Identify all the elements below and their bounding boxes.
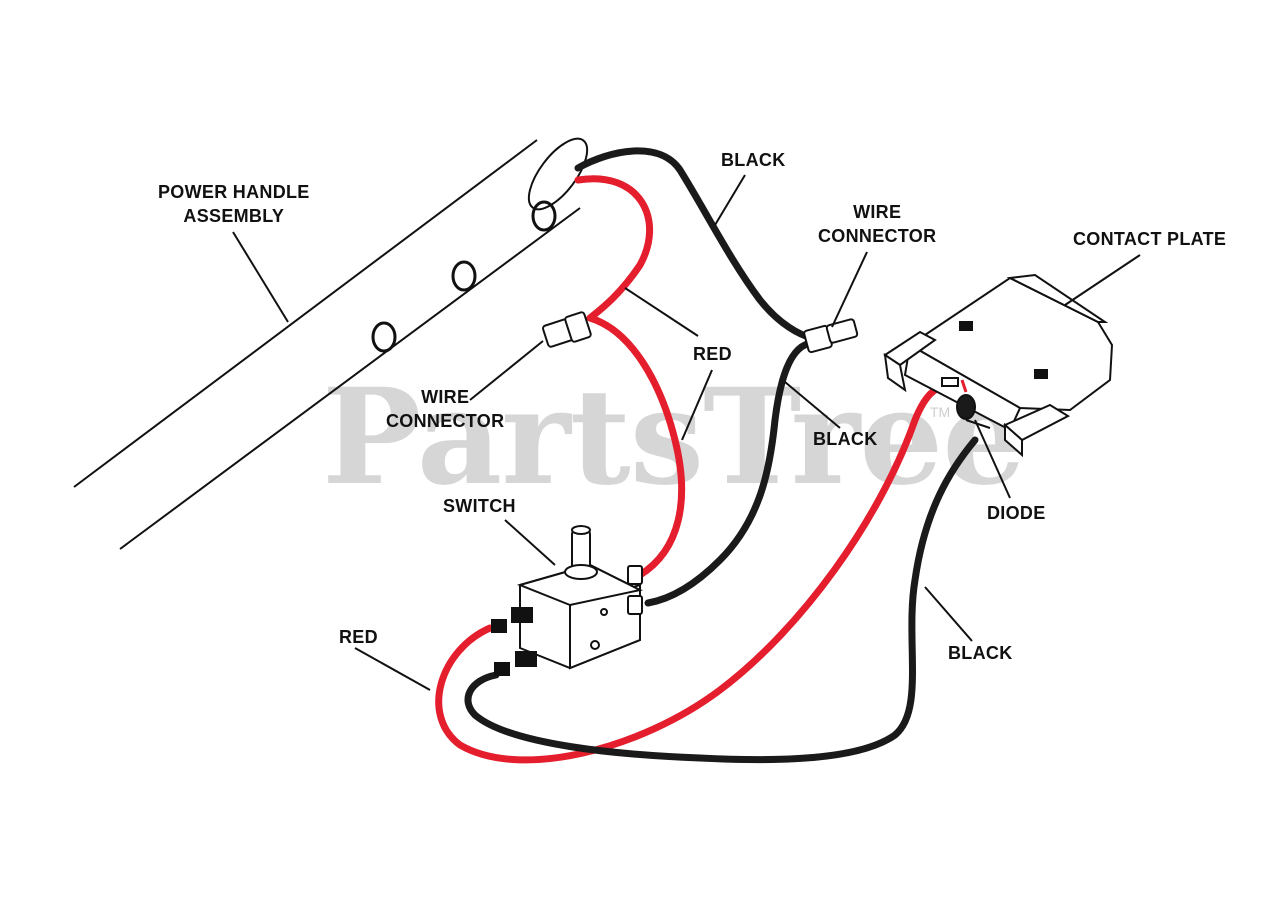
contact-plate [883, 273, 1114, 458]
label-diode: DIODE [987, 503, 1046, 523]
power-handle-assembly [73, 137, 589, 550]
label-contact-plate: CONTACT PLATE [1073, 229, 1227, 249]
label-wire-connector-left-line2: CONNECTOR [386, 411, 505, 431]
switch [491, 525, 643, 676]
red-wires [435, 175, 949, 764]
label-switch: SWITCH [443, 496, 516, 516]
watermark-trademark: TM [930, 404, 951, 420]
leader-lines [232, 174, 1141, 691]
label-wire-connector-right-line1: WIRE [853, 202, 902, 222]
diode [956, 379, 991, 429]
label-wire-connector-right: WIRE CONNECTOR [818, 200, 936, 248]
label-red-mid: RED [693, 344, 732, 364]
wire-connector-right [803, 318, 859, 354]
label-power-handle-line2: ASSEMBLY [183, 206, 285, 226]
label-wire-connector-left: WIRE CONNECTOR [386, 385, 504, 433]
label-black-top: BLACK [721, 150, 786, 170]
label-wire-connector-right-line2: CONNECTOR [818, 226, 937, 246]
label-power-handle-assembly: POWER HANDLE ASSEMBLY [158, 180, 310, 228]
label-black-mid: BLACK [813, 429, 878, 449]
label-black-bottom: BLACK [948, 643, 1013, 663]
label-red-bottom: RED [339, 627, 378, 647]
wire-connector-left [542, 311, 592, 348]
label-power-handle-line1: POWER HANDLE [158, 182, 310, 202]
label-wire-connector-left-line1: WIRE [421, 387, 470, 407]
black-wires [464, 147, 979, 764]
